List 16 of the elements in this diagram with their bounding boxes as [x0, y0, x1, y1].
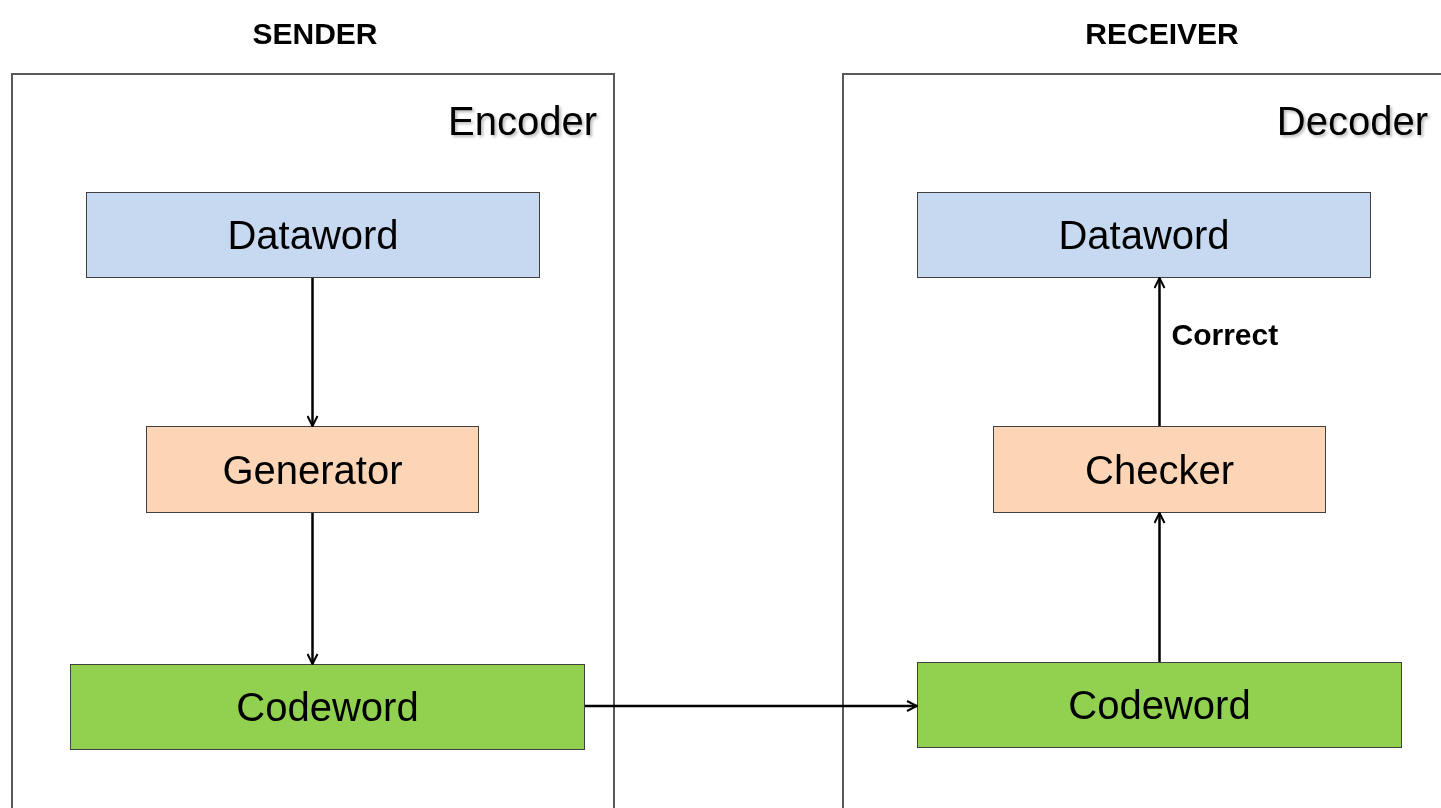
group-heading: RECEIVER — [1084, 16, 1240, 52]
arrow — [585, 700, 918, 712]
arrow — [1153, 512, 1166, 662]
edge-label: Correct — [1171, 317, 1279, 353]
process-box: Codeword — [917, 662, 1402, 748]
group-heading: SENDER — [251, 16, 379, 52]
group-title: Decoder — [1276, 98, 1428, 145]
process-box: Codeword — [70, 664, 585, 750]
arrow — [306, 278, 319, 427]
group-title: Encoder — [448, 98, 597, 145]
process-box: Generator — [146, 426, 479, 513]
arrow — [1153, 277, 1166, 426]
process-box: Dataword — [86, 192, 540, 278]
process-box: Dataword — [917, 192, 1371, 278]
arrow — [306, 513, 319, 665]
process-box: Checker — [993, 426, 1326, 513]
